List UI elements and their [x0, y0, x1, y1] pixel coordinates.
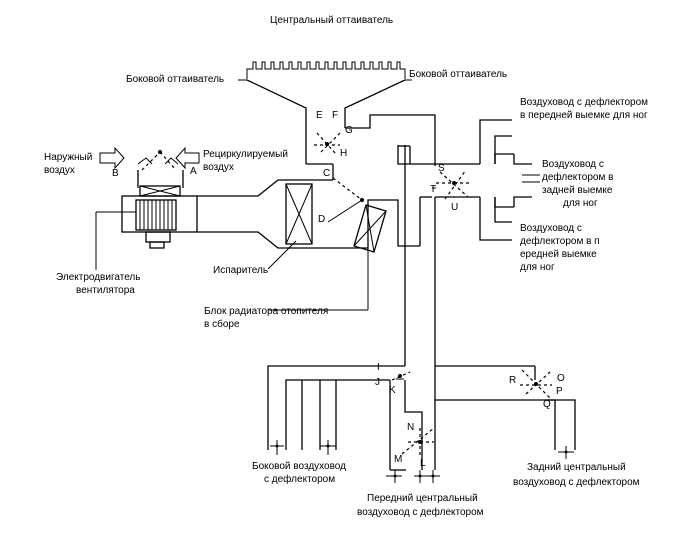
duct-front-foot-b-label-1: Воздуховод с	[520, 223, 582, 234]
blower-motor-label-1: Электродвигатель	[56, 272, 140, 283]
defroster-duct	[238, 79, 412, 164]
side-vent-label-2: с дефлектором	[264, 473, 335, 485]
hvac-housing	[121, 163, 420, 249]
outside-air-label-2: воздух	[44, 165, 75, 176]
door-opqr	[520, 369, 552, 399]
letter-f: F	[332, 110, 338, 121]
letter-p: P	[556, 386, 563, 397]
letter-t: T	[430, 184, 436, 195]
front-center-vent-label-2: воздуховод с дефлектором	[357, 506, 484, 518]
door-efgh	[314, 132, 341, 155]
letter-u: U	[451, 202, 458, 213]
door-stu	[432, 169, 470, 200]
right-upper-duct	[345, 114, 480, 246]
duct-front-foot-label-1: Воздуховод с дефлектором	[520, 96, 648, 108]
leader-lines	[95, 211, 369, 311]
letter-i: I	[377, 362, 380, 373]
duct-front-foot-b-label-4: для ног	[520, 262, 555, 273]
central-defroster-label: Центральный оттаиватель	[270, 15, 393, 26]
door-cd	[327, 177, 364, 223]
duct-front-foot-b-label-3: ередней выемке	[520, 249, 597, 260]
side-vent-label-1: Боковой воздуховод	[252, 461, 346, 472]
duct-rear-foot-label-1: Воздуховод с	[542, 159, 604, 170]
letter-m: M	[394, 454, 402, 465]
letter-a: A	[190, 166, 197, 177]
recirc-air-arrow-icon	[175, 146, 200, 170]
outside-air-arrow-icon	[99, 146, 125, 170]
letter-g: G	[345, 125, 353, 136]
letter-r: R	[509, 375, 516, 386]
door-jk	[391, 371, 411, 381]
side-defroster-right-label: Боковой оттаиватель	[409, 69, 507, 80]
heater-core-label-1: Блок радиатора отопителя	[204, 306, 328, 317]
intake-doors	[137, 150, 179, 171]
evaporator	[285, 183, 313, 245]
rear-center-vent-outlets	[558, 446, 574, 459]
duct-rear-foot-label-2: дефлектором в	[542, 171, 613, 183]
letter-e: E	[316, 110, 323, 121]
letter-n: N	[407, 422, 414, 433]
front-center-vent-label-1: Передний центральный	[367, 493, 478, 504]
letter-c: C	[323, 168, 330, 179]
duct-rear-foot-label-3: задней выемке	[542, 185, 613, 196]
recirc-air-label-2: воздух	[203, 162, 234, 173]
duct-rear-foot-label-4: для ног	[563, 198, 598, 209]
letter-l: L	[420, 458, 426, 469]
defroster-grille	[246, 61, 406, 79]
door-mn	[401, 427, 435, 456]
blower-motor-label-2: вентилятора	[76, 285, 135, 296]
letter-k: K	[389, 385, 396, 396]
letter-s: S	[438, 163, 445, 174]
outside-air-label-1: Наружный	[44, 152, 92, 163]
letter-d: D	[318, 214, 325, 225]
letter-h: H	[340, 148, 347, 159]
foot-ducts	[479, 119, 540, 241]
lower-ducts	[267, 145, 576, 471]
side-vent-outlets	[270, 440, 336, 455]
rear-center-vent-label-1: Задний центральный	[527, 462, 626, 473]
letter-j: J	[375, 377, 380, 388]
side-defroster-left-label: Боковой оттаиватель	[126, 74, 224, 85]
front-center-vent-outlets	[386, 470, 440, 483]
duct-front-foot-b-label-2: дефлектором в п	[520, 235, 600, 247]
duct-front-foot-label-2: в передней выемке для ног	[520, 110, 648, 121]
letter-b: B	[112, 168, 119, 179]
letter-o: O	[557, 373, 565, 384]
recirc-air-label-1: Рециркулируемый	[203, 149, 288, 160]
heater-core	[353, 204, 387, 253]
heater-core-label-2: в сборе	[204, 318, 240, 330]
evaporator-label: Испаритель	[213, 265, 268, 276]
rear-center-vent-label-2: воздуховод с дефлектором	[513, 476, 640, 488]
letter-q: Q	[543, 399, 551, 410]
